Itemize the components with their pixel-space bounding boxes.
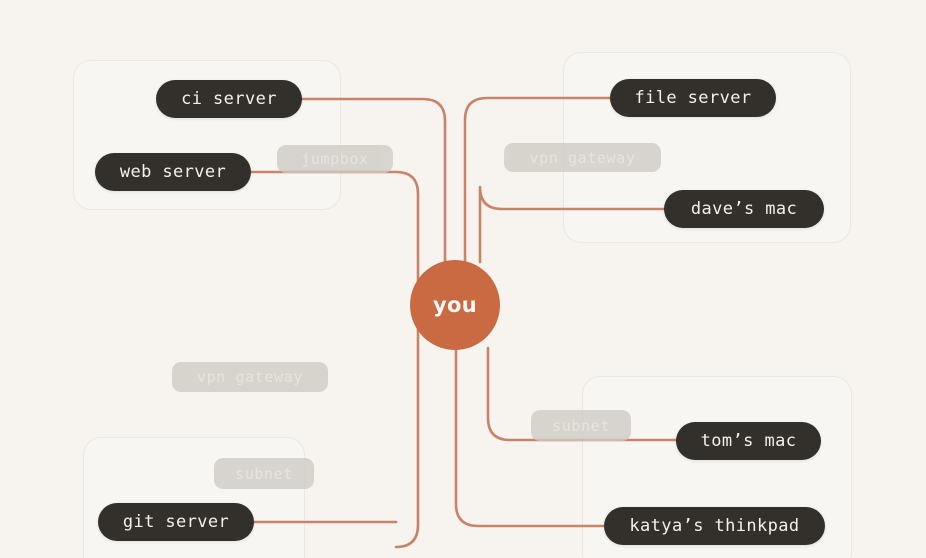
hub-you[interactable]: you [410, 260, 500, 350]
node-file-server[interactable]: file server [610, 79, 776, 117]
edge-ci-server [300, 97, 447, 264]
ghost-label-subnet-left: subnet [214, 458, 314, 489]
edge-toms-mac [486, 346, 678, 442]
node-katyas-thinkpad[interactable]: katya’s thinkpad [604, 507, 825, 545]
node-daves-mac[interactable]: dave’s mac [664, 190, 824, 228]
node-ci-server[interactable]: ci server [156, 80, 302, 118]
edge-katyas-thinkpad [454, 346, 606, 528]
ghost-label-jumpbox: jumpbox [277, 145, 393, 173]
node-git-server[interactable]: git server [98, 503, 254, 541]
ghost-label-vpn-gateway-right: vpn gateway [504, 143, 661, 172]
edge-web-server [249, 170, 420, 549]
ghost-label-vpn-gateway-left: vpn gateway [172, 362, 328, 392]
ghost-label-subnet-right: subnet [531, 410, 631, 441]
edge-daves-mac [478, 185, 666, 264]
node-web-server[interactable]: web server [95, 153, 251, 191]
node-toms-mac[interactable]: tom’s mac [676, 422, 821, 460]
edge-file-server [463, 96, 612, 264]
